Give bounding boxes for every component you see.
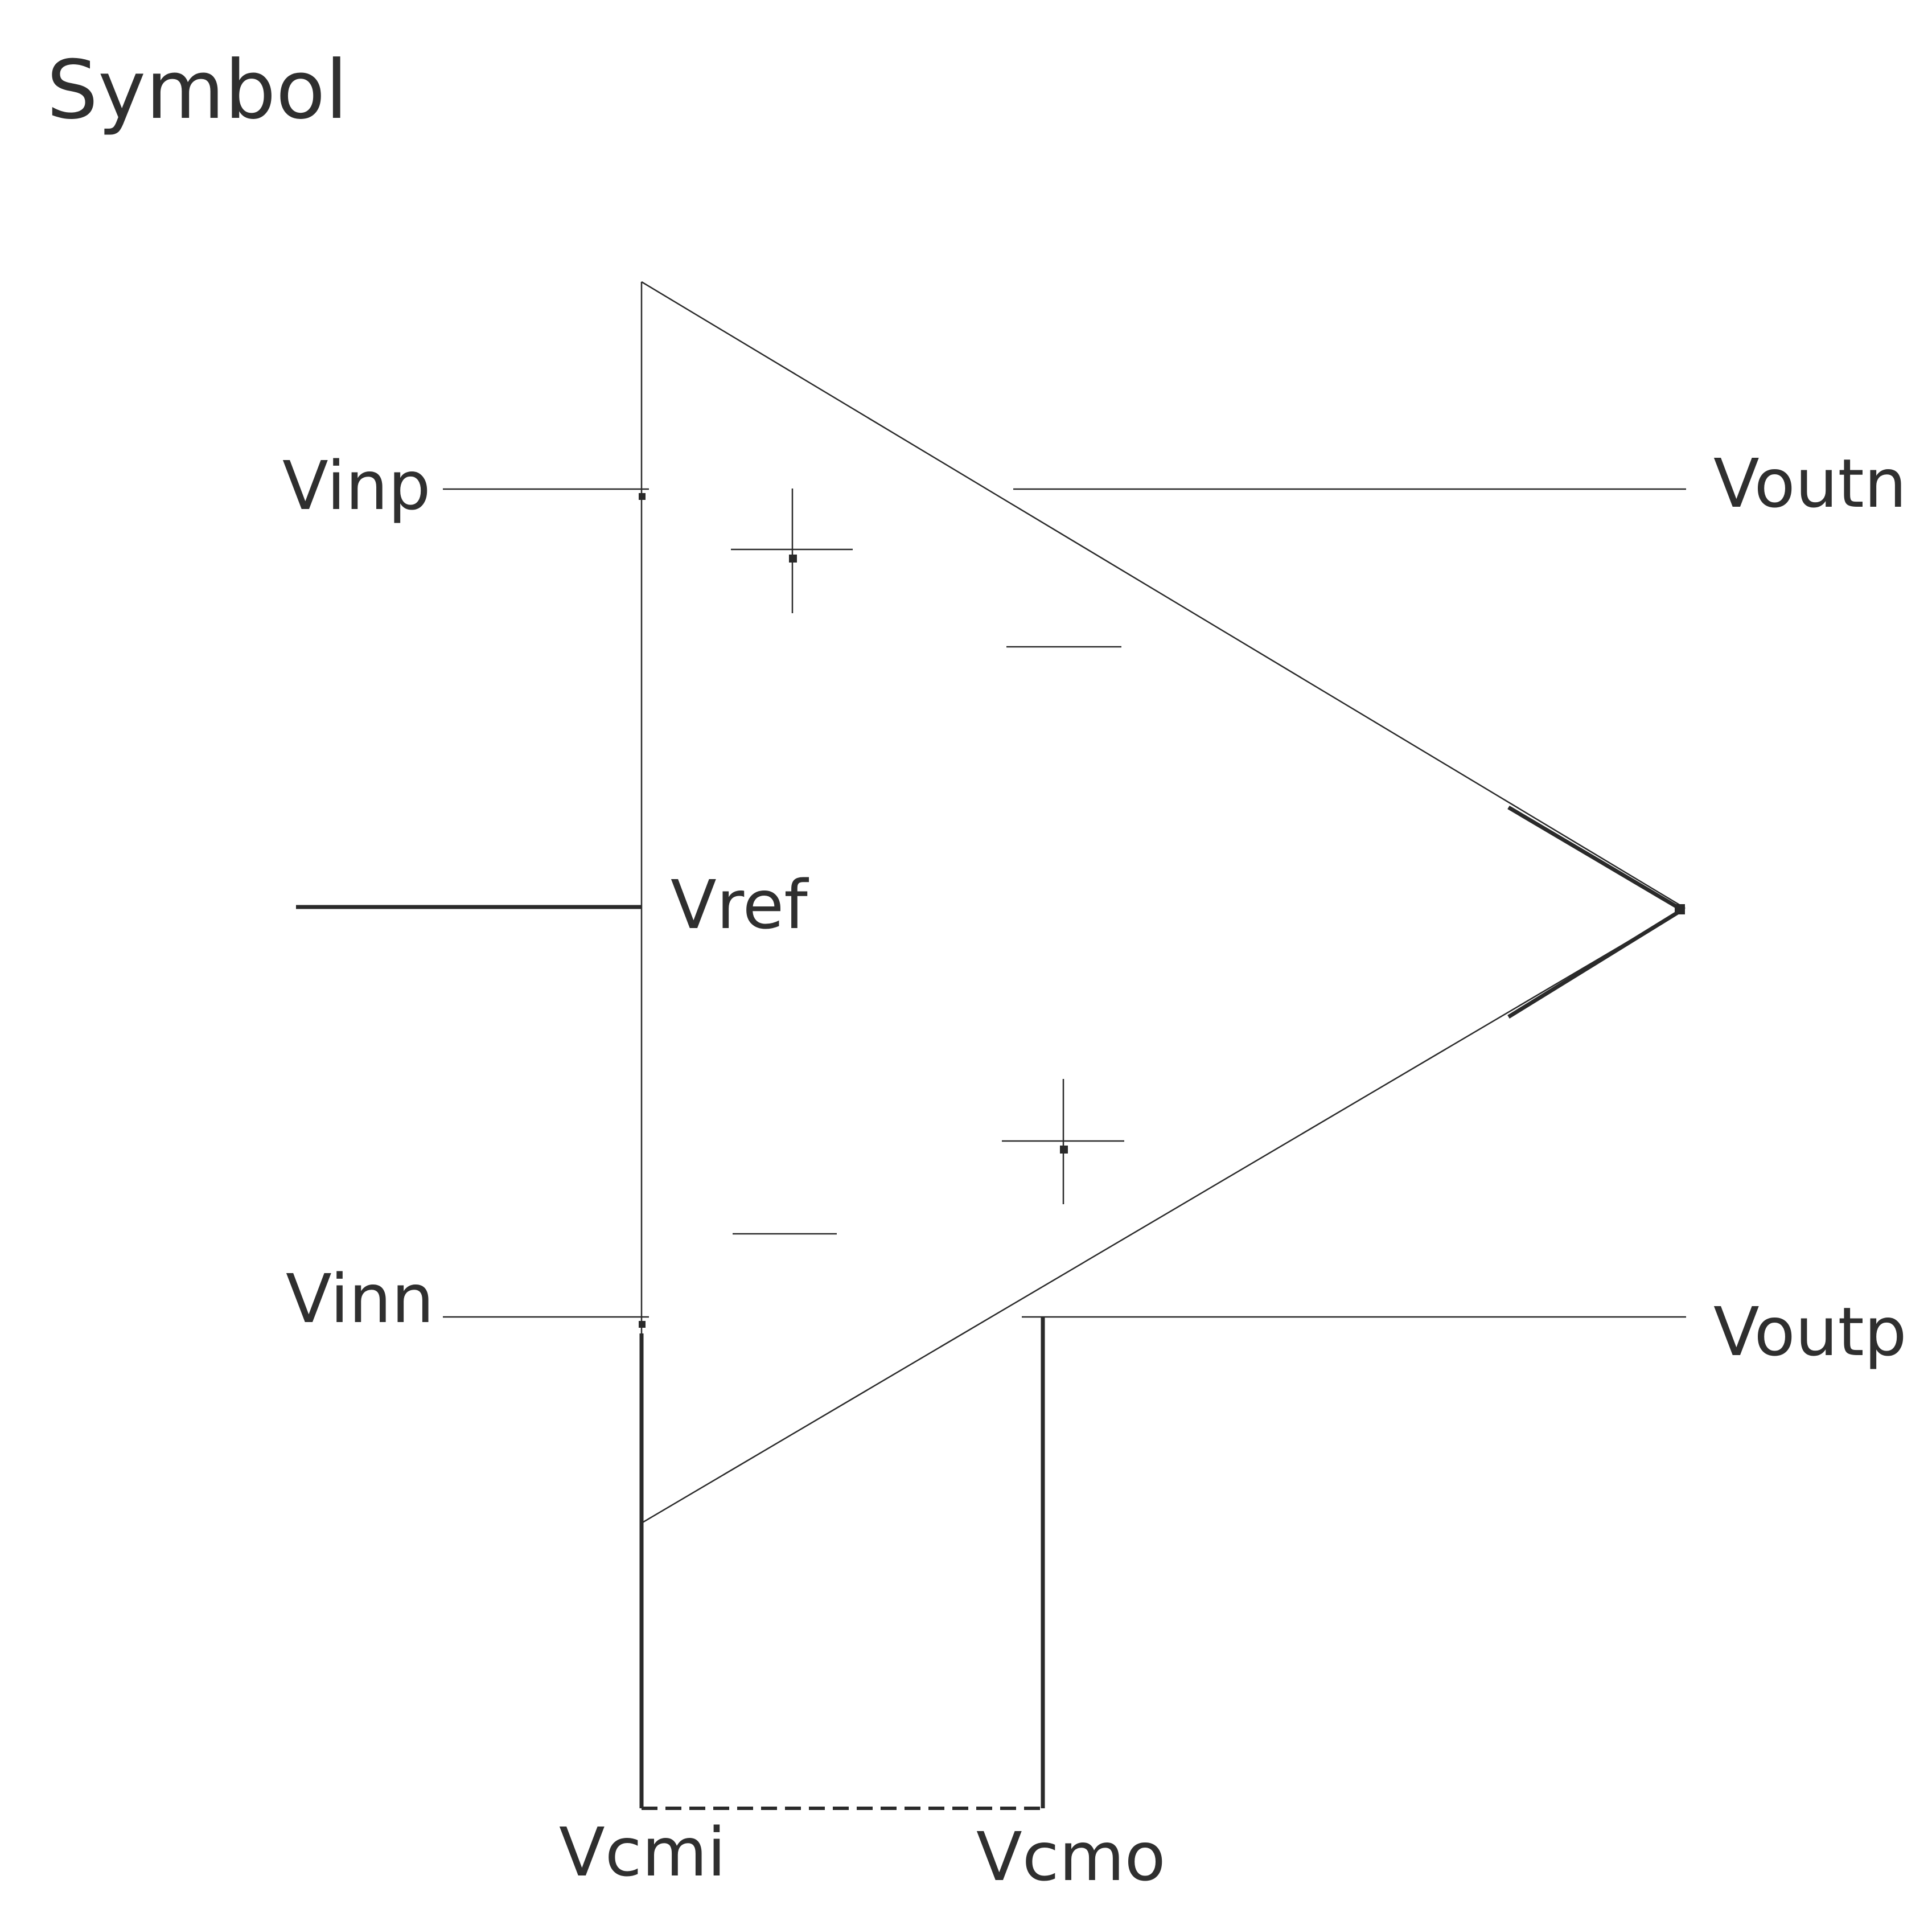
- plus-sign-upper: [731, 489, 853, 613]
- vref-pin: Vref: [296, 865, 809, 944]
- output-tip-marker: [1507, 805, 1685, 1019]
- vref-label: Vref: [671, 865, 809, 944]
- plus-sign-lower: [1002, 1079, 1124, 1204]
- voutn-pin: Voutn: [1013, 444, 1907, 523]
- vinp-label: Vinp: [282, 446, 431, 525]
- vinn-pin: Vinn: [286, 1259, 649, 1338]
- diagram-title: Symbol: [47, 43, 348, 137]
- vcmo-label: Vcmo: [976, 1817, 1166, 1896]
- vinn-label: Vinn: [286, 1259, 434, 1338]
- vcmi-label: Vcmi: [559, 1813, 726, 1891]
- voutp-label: Voutp: [1713, 1292, 1907, 1371]
- vinp-pin: Vinp: [282, 446, 649, 525]
- vcmi-pin: Vcmi: [559, 1333, 726, 1891]
- vcmo-pin: Vcmo: [976, 1317, 1166, 1896]
- voutp-pin: Voutp: [1022, 1292, 1907, 1371]
- voutn-label: Voutn: [1713, 444, 1907, 523]
